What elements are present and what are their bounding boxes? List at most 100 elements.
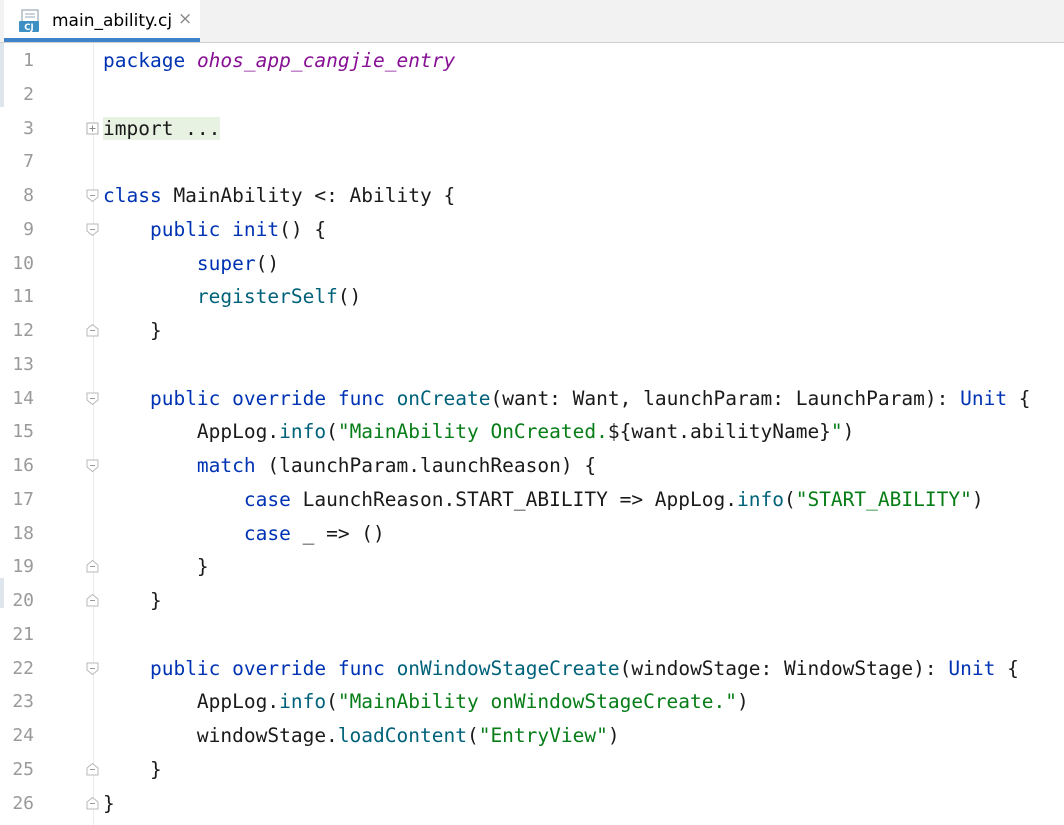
code-token: windowStage. (103, 724, 338, 747)
close-icon[interactable]: × (178, 9, 193, 29)
code-token (103, 387, 150, 410)
code-line[interactable]: 9 public init() { (0, 213, 1064, 247)
line-number: 15 (12, 421, 34, 443)
fold-expand-icon[interactable] (85, 121, 100, 136)
code-token (185, 49, 197, 72)
code-token: override (232, 656, 327, 680)
fold-collapse-icon[interactable] (85, 391, 100, 406)
code-text: case _ => () (103, 521, 385, 545)
code-token (385, 387, 397, 410)
code-token: override (232, 386, 327, 410)
svg-text:CJ: CJ (24, 23, 33, 33)
fold-collapse-icon[interactable] (85, 458, 100, 473)
code-token: MainAbility <: Ability { (161, 184, 456, 207)
code-line[interactable]: 11 registerSelf() (0, 280, 1064, 314)
code-text: } (103, 320, 162, 342)
code-token: { (995, 656, 1019, 680)
code-token (103, 522, 244, 545)
code-token: registerSelf (196, 285, 338, 309)
cangjie-file-icon: CJ (19, 9, 39, 33)
code-line[interactable]: 23 AppLog.info("MainAbility onWindowStag… (0, 685, 1064, 719)
change-marker (0, 578, 4, 608)
fold-collapse-icon[interactable] (85, 188, 100, 203)
code-token: _ => () (290, 521, 385, 545)
code-token: ) (607, 724, 620, 747)
code-token: public (149, 217, 221, 241)
code-token: info (279, 420, 327, 444)
code-line[interactable]: 22 public override func onWindowStageCre… (0, 652, 1064, 686)
code-token: AppLog. (103, 420, 280, 444)
code-text: AppLog.info("MainAbility onWindowStageCr… (103, 691, 749, 713)
line-number: 24 (12, 725, 34, 746)
code-line[interactable]: 25 } (0, 753, 1064, 787)
code-token: ) (842, 420, 855, 444)
code-token: init (232, 217, 280, 241)
code-token (103, 657, 150, 680)
change-marker (0, 43, 4, 107)
folded-imports[interactable]: import ... (103, 116, 221, 140)
code-line[interactable]: 21 (0, 618, 1064, 652)
code-token: info (279, 690, 327, 714)
code-line[interactable]: 16 match (launchParam.launchReason) { (0, 449, 1064, 483)
code-text: public override func onWindowStageCreate… (103, 656, 1019, 680)
code-line[interactable]: 2 (0, 78, 1064, 112)
fold-collapse-icon[interactable] (85, 222, 100, 237)
code-line[interactable]: 19 } (0, 550, 1064, 584)
code-line[interactable]: 15 AppLog.info("MainAbility OnCreated.${… (0, 415, 1064, 449)
line-number: 3 (23, 117, 34, 139)
code-token: func (337, 386, 385, 410)
line-number: 13 (12, 353, 34, 375)
code-line[interactable]: 17 case LaunchReason.START_ABILITY => Ap… (0, 483, 1064, 517)
line-number: 9 (23, 218, 34, 240)
code-token: () (255, 251, 280, 275)
code-token: "EntryView" (478, 724, 608, 747)
code-line[interactable]: 13 (0, 348, 1064, 382)
code-line[interactable]: 3 import ... (0, 112, 1064, 146)
code-token (103, 252, 197, 275)
code-text: public override func onCreate(want: Want… (103, 386, 1031, 410)
line-number: 7 (23, 151, 34, 173)
code-line[interactable]: 12 } (0, 314, 1064, 348)
line-number: 23 (12, 691, 34, 713)
fold-end-icon[interactable] (85, 762, 100, 777)
code-text: } (103, 556, 209, 578)
code-line[interactable]: 20 } (0, 584, 1064, 618)
code-token: public (149, 386, 221, 410)
code-token: loadContent (337, 724, 467, 747)
code-line[interactable]: 18 case _ => () (0, 517, 1064, 551)
code-token: onWindowStageCreate (396, 656, 620, 680)
code-token: func (337, 656, 385, 680)
line-number: 18 (12, 522, 34, 544)
fold-end-icon[interactable] (85, 559, 100, 574)
line-number: 14 (12, 387, 34, 409)
line-number: 10 (12, 252, 34, 274)
code-token: () (337, 285, 362, 309)
code-token: AppLog. (103, 690, 280, 714)
fold-end-icon[interactable] (85, 593, 100, 608)
fold-collapse-icon[interactable] (85, 661, 100, 676)
code-text: class MainAbility <: Ability { (103, 185, 455, 207)
tab-main-ability[interactable]: CJ main_ability.cj × (4, 0, 200, 42)
line-number: 25 (12, 758, 34, 780)
code-token: ( (466, 724, 479, 747)
code-text: match (launchParam.launchReason) { (103, 455, 596, 477)
code-token: case (243, 521, 291, 545)
code-token: ( (326, 690, 338, 714)
code-text: } (103, 590, 162, 612)
code-text: case LaunchReason.START_ABILITY => AppLo… (103, 488, 984, 511)
code-line[interactable]: 24 windowStage.loadContent("EntryView") (0, 719, 1064, 753)
code-line[interactable]: 26} (0, 787, 1064, 821)
code-line[interactable]: 10 super() (0, 247, 1064, 281)
fold-end-icon[interactable] (85, 323, 100, 338)
code-token: " (830, 420, 843, 444)
line-number: 2 (23, 83, 34, 105)
fold-end-icon[interactable] (85, 796, 100, 811)
code-line[interactable]: 7 (0, 145, 1064, 179)
code-text: import ... (103, 116, 221, 140)
line-number: 16 (12, 455, 34, 476)
code-line[interactable]: 14 public override func onCreate(want: W… (0, 382, 1064, 416)
line-number: 22 (12, 657, 34, 679)
